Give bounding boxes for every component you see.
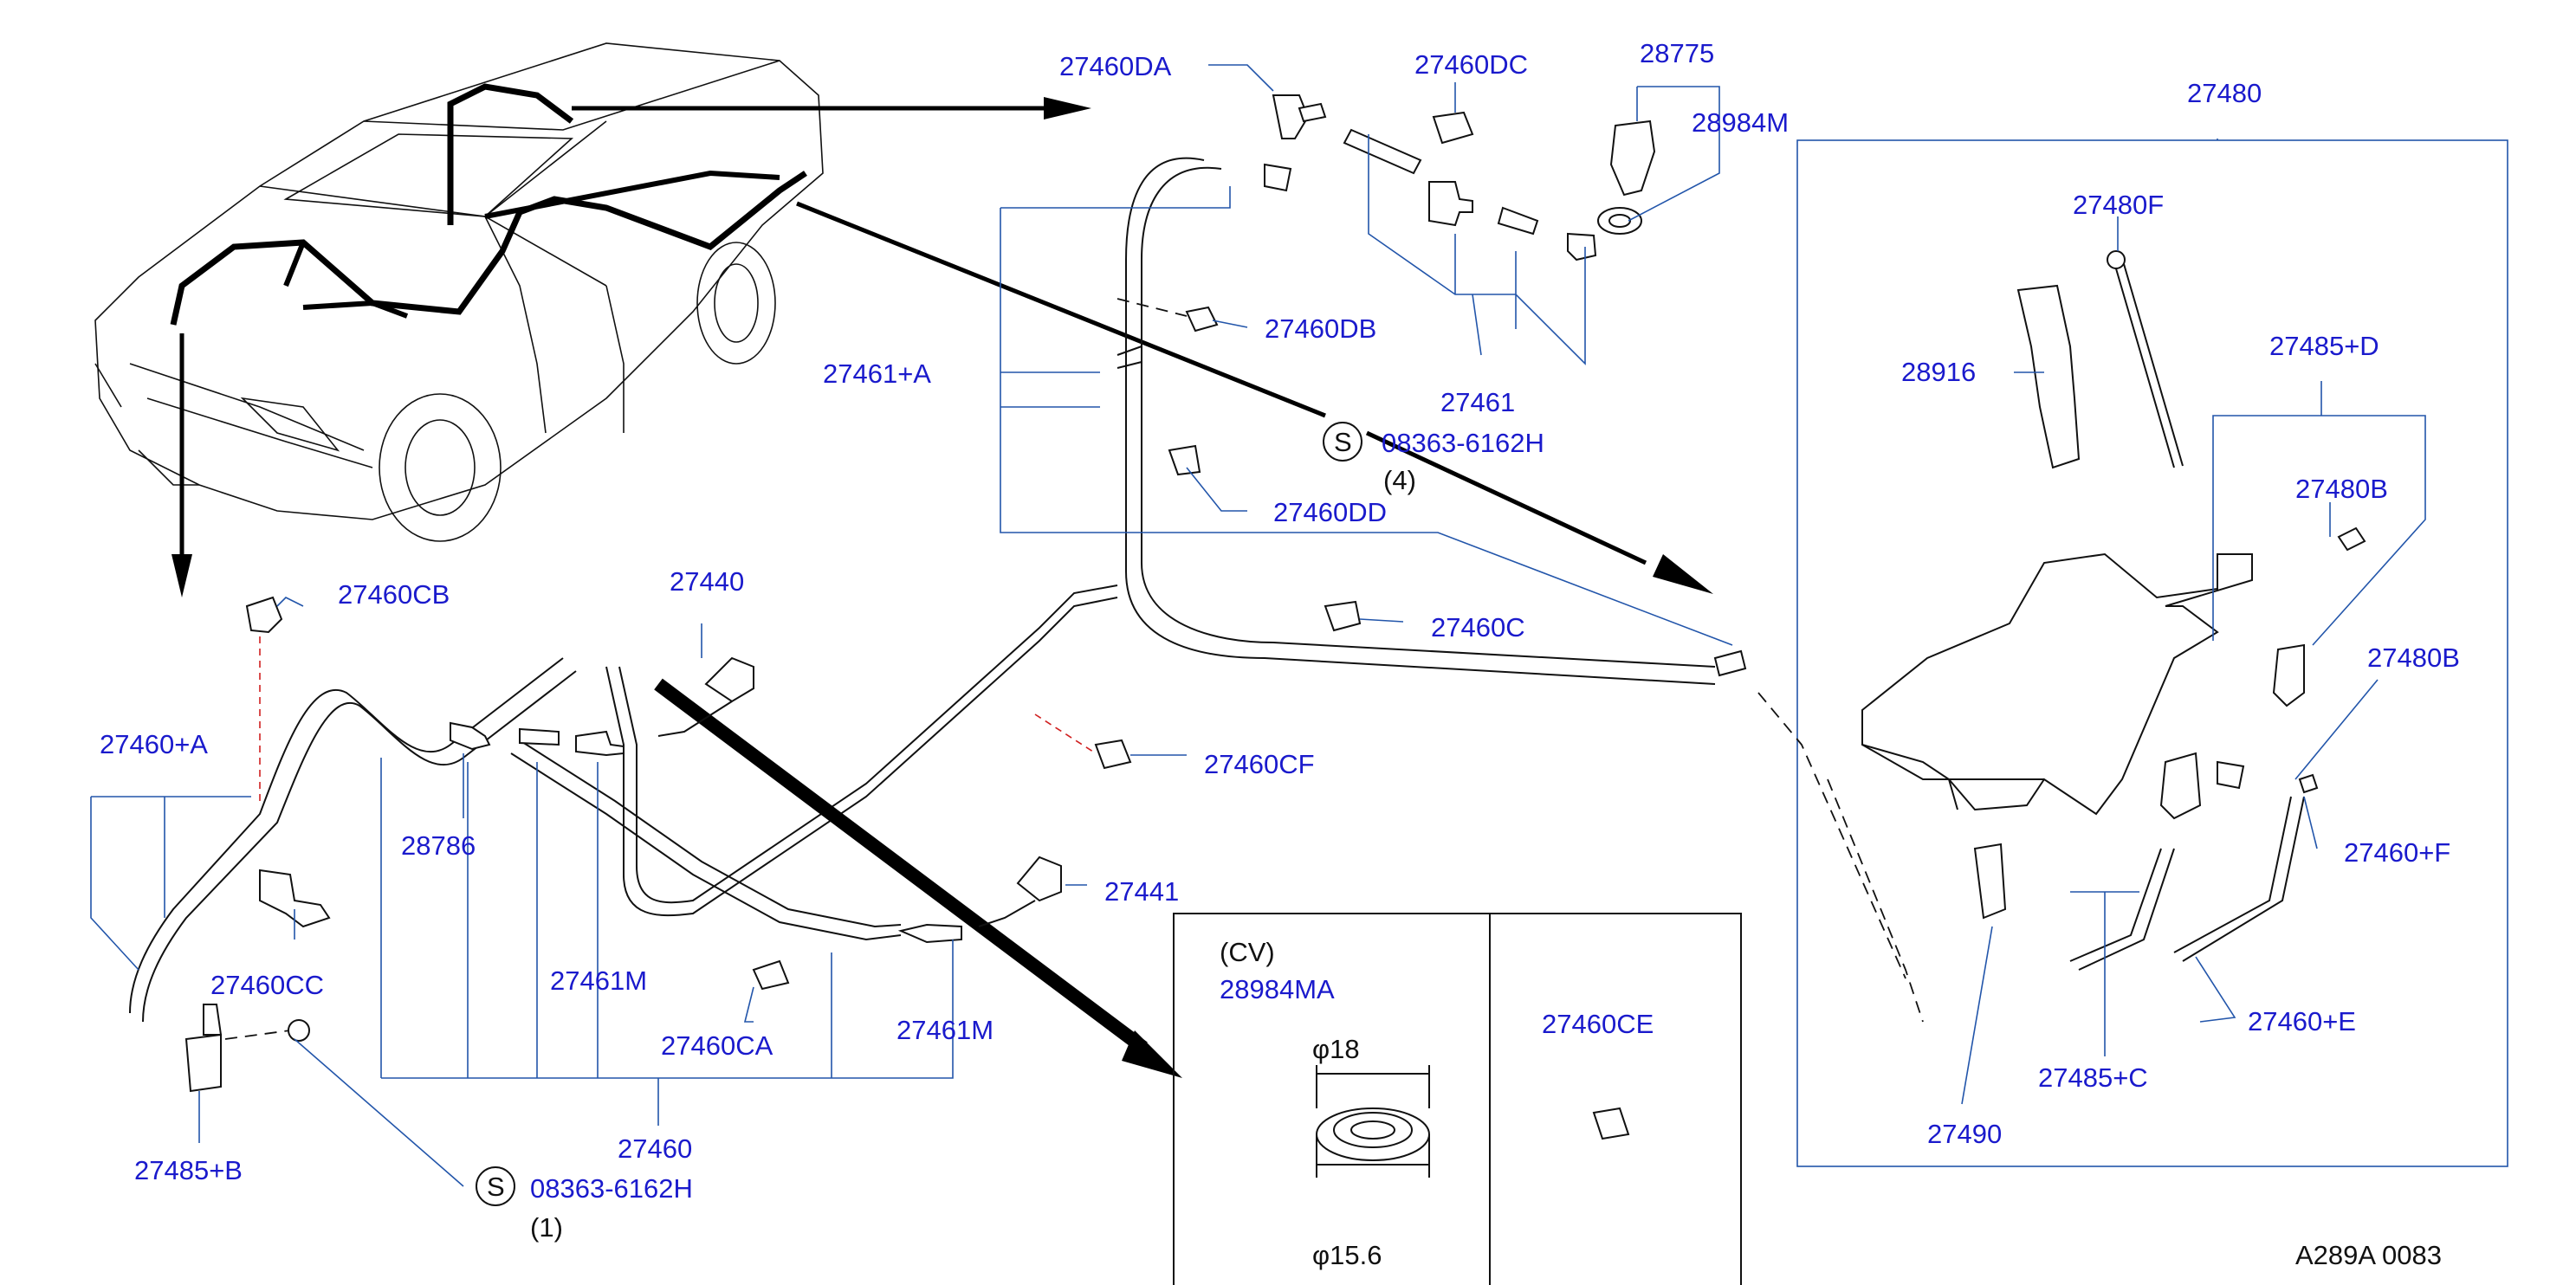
label-27480f: 27480F (2073, 190, 2164, 220)
gauge-27480f (2113, 257, 2184, 468)
label-27460c: 27460C (1431, 612, 1525, 642)
label-27460: 27460 (618, 1133, 692, 1164)
label-27490: 27490 (1927, 1119, 2002, 1149)
label-27485d: 27485+D (2269, 331, 2379, 361)
tube-27461 (1343, 128, 1422, 175)
label-27460db: 27460DB (1265, 313, 1376, 344)
label-qty-1: (1) (530, 1212, 563, 1243)
filler-neck-28916 (2016, 284, 2081, 469)
clip-27460c (1324, 600, 1362, 632)
clip-27460db (1185, 306, 1219, 333)
label-27460e: 27460+E (2248, 1006, 2356, 1036)
label-27461m-1: 27461M (550, 965, 647, 996)
s-symbol-bottom: S (476, 1166, 515, 1206)
clip-27460ca (752, 959, 790, 991)
label-27480: 27480 (2187, 78, 2262, 108)
clip-27460cb (245, 596, 283, 634)
car-illustration (94, 42, 1713, 597)
svg-text:S: S (1334, 427, 1352, 457)
lower-hose-group (129, 584, 1182, 1093)
label-27460cc: 27460CC (210, 970, 324, 1000)
joint-28786 (450, 721, 491, 751)
label-27460ce: 27460CE (1542, 1009, 1654, 1039)
pump-27485b (184, 1004, 310, 1093)
nozzle-27440 (704, 656, 754, 703)
inset-part-label: 28984MA (1220, 974, 1335, 1004)
label-27460ca: 27460CA (661, 1030, 773, 1061)
inset-labels: (CV) 28984MA φ18 φ15.6 (1220, 937, 1382, 1270)
figure-code: A289A 0083 (2295, 1240, 2442, 1270)
upper-hose-group (1116, 94, 1747, 685)
svg-text:S: S (487, 1172, 505, 1202)
label-27461: 27461 (1440, 387, 1515, 417)
pump-27485d (2272, 643, 2305, 707)
label-28786: 28786 (401, 830, 476, 861)
inset-cv-label: (CV) (1220, 937, 1275, 967)
label-27461a: 27461+A (823, 358, 931, 389)
label-27461m-2: 27461M (896, 1015, 994, 1045)
clip-27460dc (1432, 111, 1474, 145)
label-27440: 27440 (670, 566, 744, 597)
label-27460cb: 27460CB (338, 579, 450, 610)
label-27480b-2: 27480B (2367, 642, 2460, 673)
pump-27485c (2159, 752, 2202, 820)
part-labels: 27460DA 27460DC 28775 28984M 27480 27480… (100, 38, 2460, 1243)
label-27460a: 27460+A (100, 729, 208, 759)
nozzle-27441 (1016, 856, 1062, 902)
label-28916: 28916 (1901, 357, 1976, 387)
nozzle-28775 (1597, 119, 1656, 235)
inset-dim-outer: φ18 (1312, 1034, 1360, 1064)
label-27460dd: 27460DD (1273, 497, 1387, 527)
label-27480b-1: 27480B (2295, 474, 2388, 504)
label-27441: 27441 (1104, 876, 1179, 907)
label-27485c: 27485+C (2038, 1062, 2148, 1093)
label-27460f: 27460+F (2344, 837, 2450, 868)
nozzle-27460da (1264, 94, 1327, 192)
clip-27460dd (1168, 444, 1201, 476)
label-qty-4: (4) (1383, 465, 1416, 495)
clip-27460cc (259, 869, 331, 928)
label-28984m: 28984M (1692, 107, 1789, 138)
label-27485b: 27485+B (134, 1155, 243, 1185)
label-08363-bottom: 08363-6162H (530, 1173, 693, 1204)
s-symbol-top: S (1323, 422, 1362, 462)
label-28775: 28775 (1640, 38, 1714, 68)
label-08363-top: 08363-6162H (1382, 428, 1544, 458)
reservoir-box (1757, 139, 2508, 1167)
clip-27460ce (1592, 1107, 1630, 1140)
grommet-28984ma (1316, 1065, 1430, 1178)
inset-dim-inner: φ15.6 (1312, 1240, 1382, 1270)
label-27460cf: 27460CF (1204, 749, 1315, 779)
label-27460da: 27460DA (1059, 51, 1172, 81)
clip-27460cf (1094, 739, 1132, 770)
inset-box (1173, 913, 1742, 1285)
strainer-27490 (1973, 843, 2007, 920)
leader-lines (90, 64, 2426, 1187)
label-27460dc: 27460DC (1414, 49, 1528, 80)
